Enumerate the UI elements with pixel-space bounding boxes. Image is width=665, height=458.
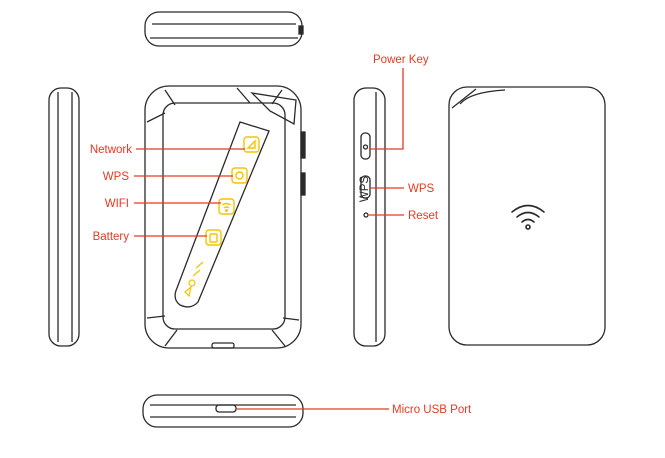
battery-indicator-icon [205, 229, 222, 246]
usb-port-label: Micro USB Port [392, 404, 472, 416]
callout-lines [134, 68, 404, 410]
reset-label: Reset [408, 210, 439, 222]
network-label: Network [90, 144, 132, 156]
side-button-text: WPS [359, 176, 371, 203]
wps-side-label: WPS [408, 183, 435, 195]
left-side-view [48, 87, 80, 347]
brand-logo [184, 261, 204, 298]
front-view [144, 85, 306, 349]
wifi-indicator-icon [218, 198, 235, 215]
battery-label: Battery [93, 231, 130, 243]
wps-front-label: WPS [103, 171, 130, 183]
wifi-logo-icon [511, 204, 545, 230]
wifi-label: WIFI [105, 198, 129, 210]
top-view [144, 11, 304, 47]
wps-indicator-icon [231, 167, 248, 184]
bottom-view [142, 394, 304, 428]
right-side-view [353, 87, 386, 347]
back-view [448, 86, 606, 346]
power-key-label: Power Key [373, 54, 429, 66]
network-indicator-icon [243, 136, 260, 153]
